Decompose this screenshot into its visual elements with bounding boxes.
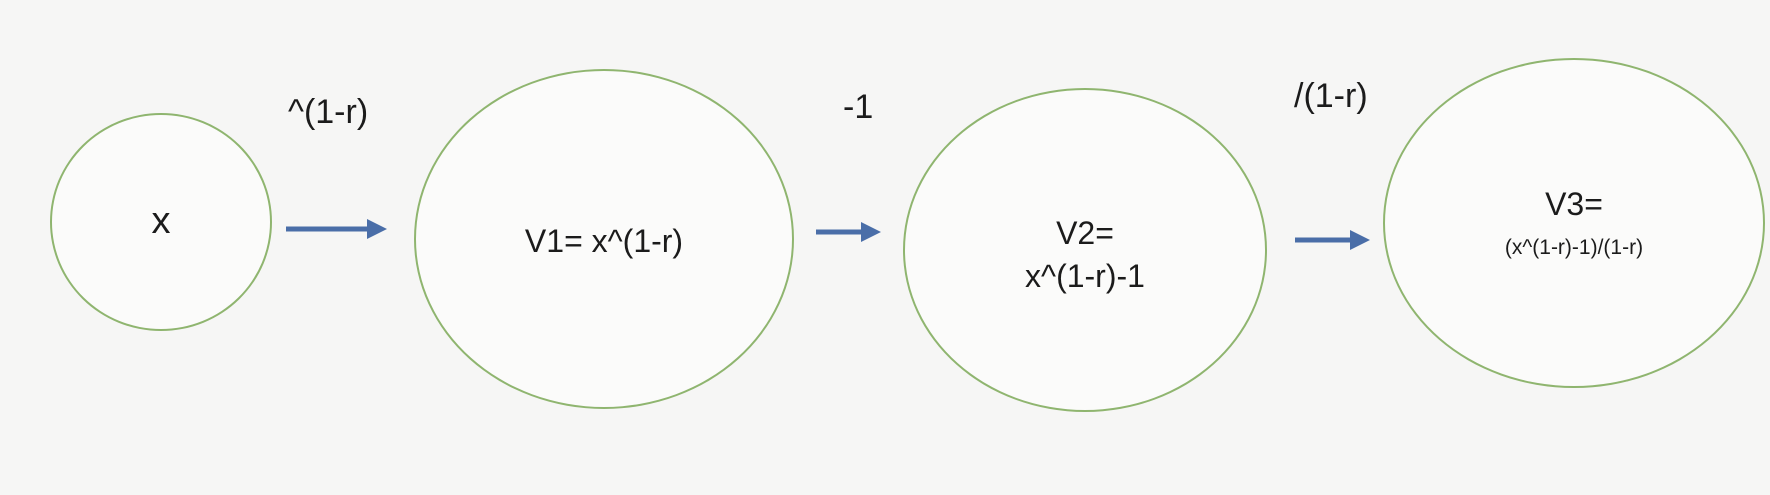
node-v3: V3= (x^(1-r)-1)/(1-r) (1383, 58, 1765, 388)
node-v2: V2= x^(1-r)-1 (903, 88, 1267, 412)
operation-label-power: ^(1-r) (288, 93, 369, 131)
node-x-label: x (151, 200, 171, 243)
node-v3-formula: (x^(1-r)-1)/(1-r) (1504, 236, 1644, 260)
node-v1: V1= x^(1-r) (414, 69, 794, 409)
operation-label-subtract: -1 (843, 88, 874, 126)
node-v1-label: V1= x^(1-r) (524, 223, 684, 260)
node-v2-formula: x^(1-r)-1 (1025, 258, 1145, 294)
operation-label-divide: /(1-r) (1294, 77, 1368, 115)
node-v2-title: V2= (1056, 214, 1114, 251)
node-x: x (50, 113, 272, 331)
node-v3-title: V3= (1545, 186, 1603, 223)
